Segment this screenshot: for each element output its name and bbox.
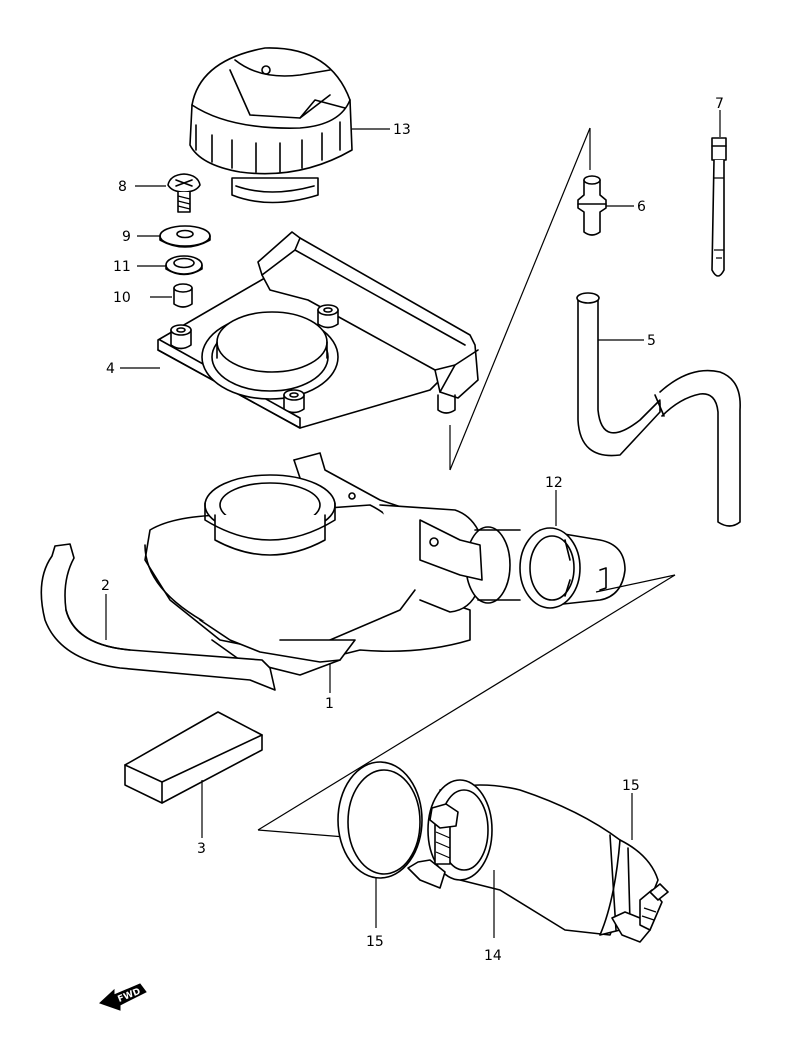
fwd-label: FWD [117, 987, 143, 1005]
grommet-part-12 [519, 527, 626, 609]
leader-line [257, 574, 676, 831]
callout-1: 1 [325, 696, 334, 712]
callout-15-right: 15 [622, 778, 640, 794]
callout-3: 3 [197, 841, 206, 857]
callout-4: 4 [106, 361, 115, 377]
callout-12: 12 [545, 475, 563, 491]
screw-part-8 [167, 173, 201, 213]
callout-10: 10 [113, 290, 131, 306]
forward-direction-arrow-icon: FWD [99, 983, 147, 1011]
hose-part-14 [427, 779, 659, 936]
pad-part-3 [124, 711, 263, 804]
callout-8: 8 [118, 179, 127, 195]
tie-strap-part-7 [711, 137, 727, 277]
seal-strip-part-2 [40, 543, 276, 691]
bracket-plate-part-4 [157, 231, 479, 429]
callout-15-left: 15 [366, 934, 384, 950]
hose-clamp-part-15-right [611, 883, 669, 943]
callout-6: 6 [637, 199, 646, 215]
callout-14: 14 [484, 948, 502, 964]
filler-neck-part-1 [144, 452, 521, 676]
callout-7: 7 [715, 96, 724, 112]
leader-line [449, 127, 591, 471]
hose-fitting-part-6 [577, 175, 607, 236]
washer-part-9 [159, 225, 211, 248]
ring-part-11 [165, 255, 203, 276]
callout-11: 11 [113, 259, 131, 275]
callout-2: 2 [101, 578, 110, 594]
callout-5: 5 [647, 333, 656, 349]
spacer-part-10 [173, 283, 193, 308]
callout-9: 9 [122, 229, 131, 245]
callout-13: 13 [393, 122, 411, 138]
hose-part-5 [576, 292, 741, 527]
hose-clamp-part-15 [337, 761, 459, 889]
fuel-cap-part-13 [189, 47, 353, 204]
